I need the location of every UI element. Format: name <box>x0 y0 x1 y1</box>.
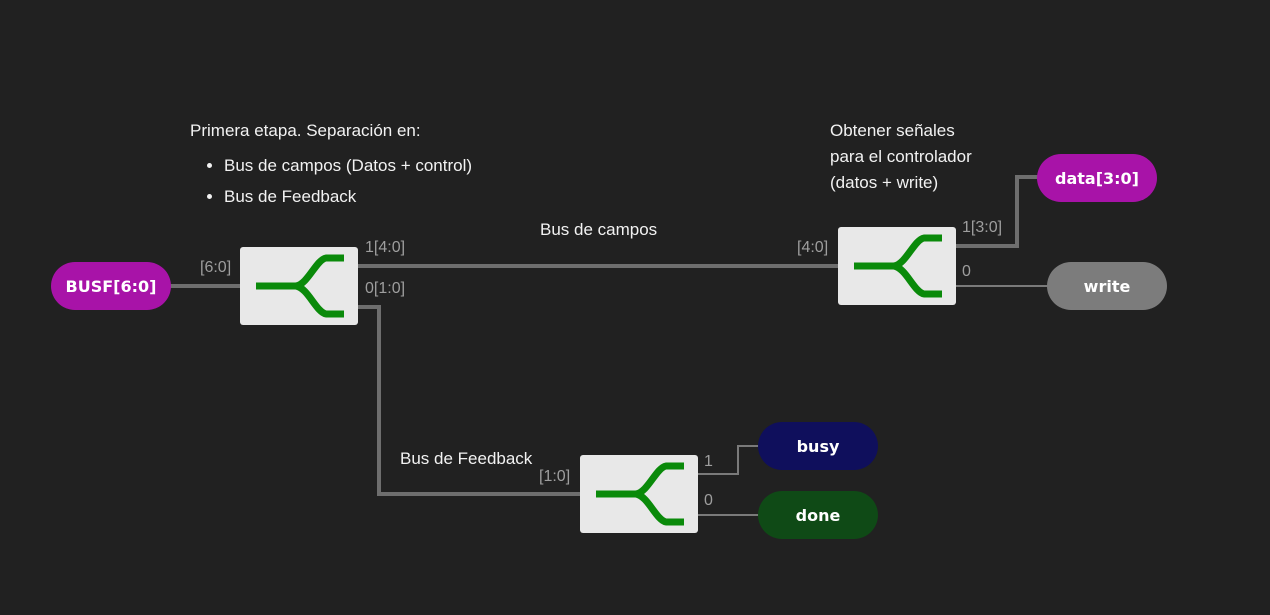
wire-bus-feedback <box>358 305 580 496</box>
pin-busf-in: [6:0] <box>200 259 232 276</box>
controller-note-line-2: para el controlador <box>830 147 972 166</box>
bus-campos-label: Bus de campos <box>540 220 658 239</box>
first-stage-item-feedback: Bus de Feedback <box>224 181 472 212</box>
controller-note: Obtener señales para el controlador (dat… <box>830 118 972 196</box>
pin-split2-in: [4:0] <box>797 239 829 256</box>
output-port-data[interactable]: data[3:0] <box>1037 154 1157 202</box>
bus-feedback-label: Bus de Feedback <box>400 449 533 468</box>
pin-split3-out0: 0 <box>704 492 713 509</box>
splitter-icon <box>854 234 942 298</box>
pin-split1-out1: 1[4:0] <box>365 239 406 256</box>
splitter-icon <box>256 254 344 318</box>
input-port-busf[interactable]: BUSF[6:0] <box>51 262 171 310</box>
first-stage-title: Primera etapa. Separación en: <box>190 121 421 140</box>
output-port-done[interactable]: done <box>758 491 878 539</box>
output-port-write[interactable]: write <box>1047 262 1167 310</box>
output-port-busy[interactable]: busy <box>758 422 878 470</box>
first-stage-list: Bus de campos (Datos + control) Bus de F… <box>190 150 472 212</box>
first-stage-note: Primera etapa. Separación en: Bus de cam… <box>190 118 472 212</box>
controller-note-line-1: Obtener señales <box>830 121 955 140</box>
pin-split2-out0: 0 <box>962 263 971 280</box>
splitter-3[interactable] <box>580 455 698 533</box>
wire-busy <box>698 445 760 475</box>
splitter-2[interactable] <box>838 227 956 305</box>
pin-split3-out1: 1 <box>704 453 713 470</box>
first-stage-item-campos: Bus de campos (Datos + control) <box>224 150 472 181</box>
controller-note-line-3: (datos + write) <box>830 173 939 192</box>
splitter-1[interactable] <box>240 247 358 325</box>
pin-split3-in: [1:0] <box>539 468 571 485</box>
pin-split2-out1: 1[3:0] <box>962 219 1003 236</box>
wire-data <box>956 175 1038 248</box>
splitter-icon <box>596 462 684 526</box>
pin-split1-out0: 0[1:0] <box>365 280 406 297</box>
